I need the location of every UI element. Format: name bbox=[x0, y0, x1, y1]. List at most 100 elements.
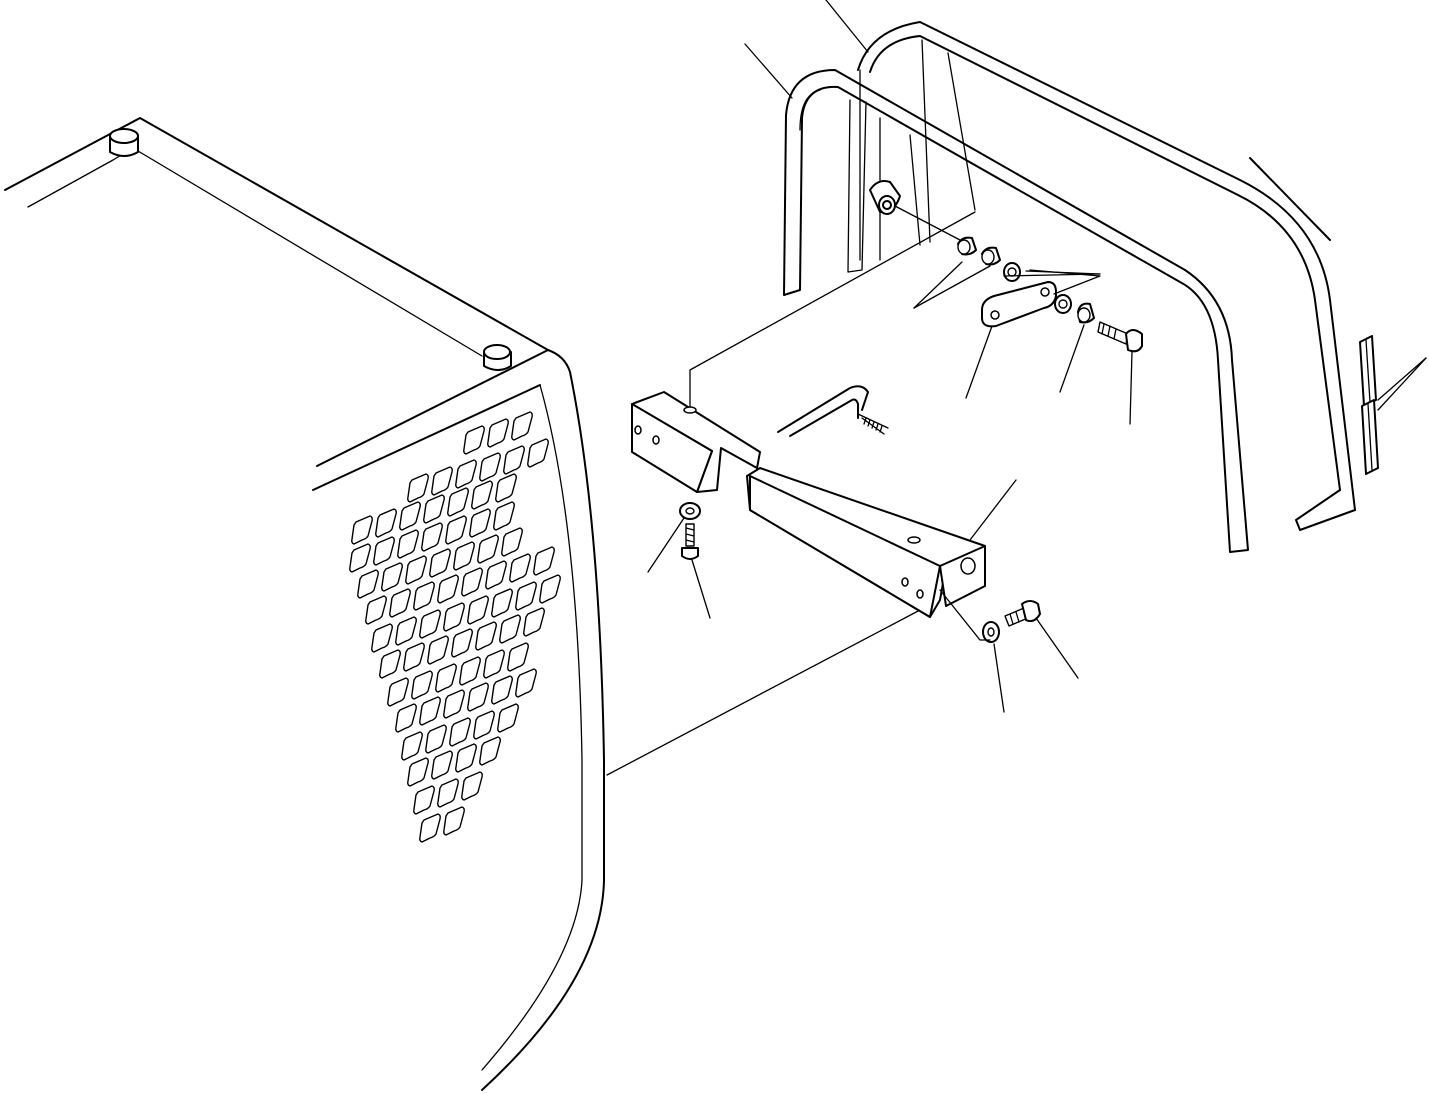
inner-fender-frame bbox=[784, 70, 1248, 552]
mesh-opening bbox=[516, 582, 537, 610]
mesh-opening bbox=[494, 502, 515, 530]
rubber-mount bbox=[870, 181, 900, 214]
hardware-stack-spacers bbox=[958, 238, 1020, 281]
mesh-opening bbox=[510, 554, 531, 582]
mesh-opening bbox=[456, 744, 477, 772]
mesh-opening bbox=[516, 669, 537, 697]
mesh-opening bbox=[420, 610, 441, 638]
outer-fender-frame bbox=[858, 22, 1355, 530]
roof-post-rear bbox=[110, 129, 138, 156]
mesh-opening bbox=[388, 678, 409, 706]
mesh-opening bbox=[534, 547, 555, 575]
mesh-opening bbox=[488, 419, 509, 447]
washer bbox=[680, 503, 700, 519]
nut bbox=[1078, 304, 1094, 323]
mesh-opening bbox=[352, 516, 373, 544]
mesh-opening bbox=[402, 732, 423, 760]
mesh-opening bbox=[464, 426, 485, 454]
mesh-guard bbox=[350, 412, 561, 842]
mesh-opening bbox=[528, 439, 549, 467]
mesh-opening bbox=[428, 636, 449, 664]
mesh-opening bbox=[432, 751, 453, 779]
mesh-opening bbox=[412, 671, 433, 699]
mesh-opening bbox=[468, 683, 489, 711]
roof-post-front bbox=[484, 345, 511, 370]
mesh-opening bbox=[350, 544, 371, 572]
mesh-opening bbox=[372, 624, 393, 652]
mesh-opening bbox=[524, 608, 545, 636]
washer bbox=[1055, 295, 1071, 313]
mesh-opening bbox=[406, 556, 427, 584]
mesh-opening bbox=[478, 535, 499, 563]
mesh-opening bbox=[468, 596, 489, 624]
mesh-opening bbox=[432, 467, 453, 495]
mesh-opening bbox=[400, 502, 421, 530]
mesh-opening bbox=[408, 474, 429, 502]
leader-lines bbox=[648, 0, 1426, 712]
mesh-opening bbox=[414, 582, 435, 610]
mesh-opening bbox=[424, 495, 445, 523]
mesh-opening bbox=[504, 446, 525, 474]
mesh-opening bbox=[452, 629, 473, 657]
flange-bolt bbox=[1005, 601, 1040, 626]
mesh-opening bbox=[462, 772, 483, 800]
mesh-opening bbox=[420, 814, 441, 842]
u-bolt bbox=[778, 386, 888, 436]
mesh-opening bbox=[390, 589, 411, 617]
mesh-opening bbox=[480, 737, 501, 765]
mesh-opening bbox=[358, 570, 379, 598]
mesh-opening bbox=[456, 460, 477, 488]
cab-with-mesh-guard bbox=[5, 118, 604, 1090]
mesh-opening bbox=[376, 509, 397, 537]
washer bbox=[983, 622, 999, 642]
clip-pair bbox=[1360, 336, 1378, 474]
mesh-opening bbox=[508, 643, 529, 671]
mesh-opening bbox=[382, 563, 403, 591]
mesh-opening bbox=[480, 453, 501, 481]
mesh-opening bbox=[460, 657, 481, 685]
mesh-opening bbox=[374, 537, 395, 565]
mesh-opening bbox=[454, 542, 475, 570]
mesh-opening bbox=[448, 488, 469, 516]
mounting-bracket bbox=[632, 392, 985, 617]
mesh-opening bbox=[502, 528, 523, 556]
mesh-opening bbox=[426, 725, 447, 753]
mesh-opening bbox=[438, 575, 459, 603]
mesh-opening bbox=[540, 575, 561, 603]
mesh-opening bbox=[436, 664, 457, 692]
mesh-opening bbox=[444, 690, 465, 718]
mesh-opening bbox=[492, 676, 513, 704]
mesh-opening bbox=[512, 412, 533, 440]
mesh-opening bbox=[404, 643, 425, 671]
mesh-opening bbox=[396, 704, 417, 732]
mesh-opening bbox=[476, 622, 497, 650]
mesh-opening bbox=[396, 617, 417, 645]
mesh-opening bbox=[380, 650, 401, 678]
mesh-opening bbox=[414, 786, 435, 814]
flange-bolt bbox=[682, 524, 698, 559]
mesh-opening bbox=[444, 603, 465, 631]
mesh-opening bbox=[484, 650, 505, 678]
mesh-opening bbox=[366, 596, 387, 624]
mesh-opening bbox=[444, 807, 465, 835]
mesh-opening bbox=[450, 718, 471, 746]
mesh-opening bbox=[474, 711, 495, 739]
mesh-opening bbox=[486, 561, 507, 589]
mesh-opening bbox=[398, 530, 419, 558]
mesh-opening bbox=[408, 758, 429, 786]
mesh-opening bbox=[496, 474, 517, 502]
mesh-opening bbox=[470, 509, 491, 537]
plate bbox=[982, 282, 1056, 326]
mesh-opening bbox=[472, 481, 493, 509]
mesh-opening bbox=[492, 589, 513, 617]
mesh-opening bbox=[498, 704, 519, 732]
mesh-opening bbox=[422, 523, 443, 551]
mesh-opening bbox=[446, 516, 467, 544]
hex-bolt bbox=[1098, 322, 1142, 351]
mesh-opening bbox=[420, 697, 441, 725]
mesh-opening bbox=[462, 568, 483, 596]
mesh-opening bbox=[430, 549, 451, 577]
mesh-opening bbox=[438, 779, 459, 807]
mesh-opening bbox=[500, 615, 521, 643]
